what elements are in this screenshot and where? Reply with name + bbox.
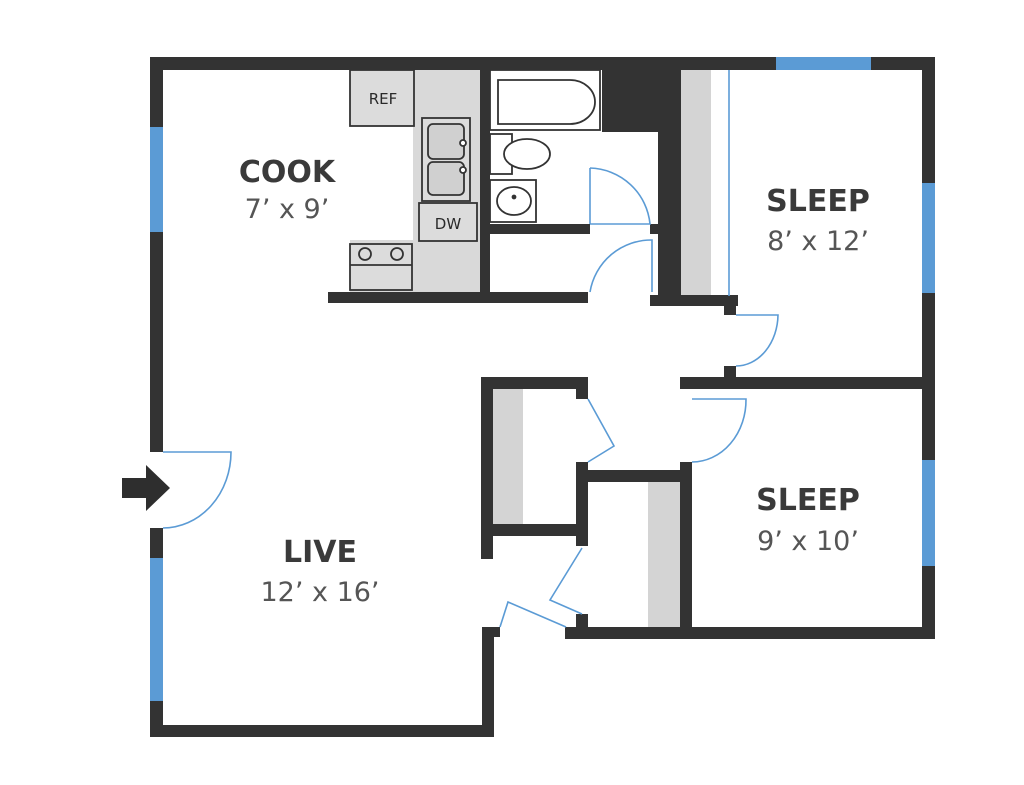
live-closet-door[interactable] bbox=[499, 600, 567, 628]
room-name-sleep2: SLEEP bbox=[756, 483, 860, 518]
wall-closet2-jamb bbox=[576, 614, 588, 639]
wall-sleep1-jamb bbox=[724, 295, 736, 315]
entry-arrow-icon bbox=[122, 465, 170, 511]
faucet-2 bbox=[459, 166, 467, 174]
burner-2 bbox=[390, 247, 404, 261]
windows bbox=[150, 57, 935, 701]
room-name-sleep1: SLEEP bbox=[766, 184, 870, 219]
door-swings[interactable] bbox=[162, 70, 779, 628]
wall-hall-closet-bottom bbox=[481, 524, 588, 536]
room-name-cook: COOK bbox=[239, 155, 337, 190]
wall-live-step bbox=[482, 627, 494, 737]
kitchen-appliances bbox=[349, 69, 478, 291]
burner-1 bbox=[358, 247, 372, 261]
wall-kitchen-bottom bbox=[328, 292, 588, 303]
wall-kitchen-bath bbox=[480, 70, 490, 302]
sleep1-door[interactable] bbox=[735, 314, 779, 367]
hall-closet-door[interactable] bbox=[587, 398, 616, 463]
sink-bowl-2 bbox=[427, 161, 465, 196]
wall-top bbox=[150, 57, 935, 70]
wall-bath-inner bbox=[490, 224, 590, 234]
wall-bottom-live bbox=[150, 725, 494, 737]
room-dims-live: 12’ x 16’ bbox=[260, 577, 379, 608]
faucet-1 bbox=[459, 139, 467, 147]
bath-fixtures bbox=[489, 69, 601, 223]
sleep2-door[interactable] bbox=[691, 398, 747, 463]
dishwasher bbox=[418, 202, 478, 242]
wall-closet1-left bbox=[668, 70, 681, 302]
room-dims-cook: 7’ x 9’ bbox=[245, 194, 330, 225]
wall-hall-closet-jamb bbox=[576, 377, 588, 399]
closet2-door[interactable] bbox=[548, 547, 583, 615]
tub-basin bbox=[497, 79, 596, 125]
toilet-bowl-icon bbox=[503, 138, 551, 170]
wall-bath-right bbox=[658, 70, 668, 302]
closets bbox=[493, 70, 711, 627]
room-name-live: LIVE bbox=[283, 535, 357, 570]
wall-hall-closet-left bbox=[481, 377, 493, 559]
wall-closet2-top bbox=[576, 470, 692, 482]
sink-bowl-1 bbox=[427, 123, 465, 160]
dw-label: DW bbox=[435, 215, 462, 233]
window-sleep2 bbox=[922, 460, 935, 566]
wall-bottom-sleep2 bbox=[565, 627, 935, 639]
room-dims-sleep1: 8’ x 12’ bbox=[767, 226, 869, 257]
bath-door[interactable] bbox=[589, 167, 651, 225]
sink-basin bbox=[496, 186, 532, 216]
ref-label: REF bbox=[369, 90, 398, 108]
closet-sleep1 bbox=[681, 70, 711, 296]
wall-live-step-cap bbox=[482, 627, 500, 637]
closet-sleep2 bbox=[648, 482, 680, 627]
window-live bbox=[150, 558, 163, 701]
wall-mid-block bbox=[576, 462, 588, 546]
wall-sleep-divider bbox=[680, 377, 935, 389]
wall-sleep1-corridor bbox=[650, 295, 738, 306]
window-sleep1-top bbox=[776, 57, 871, 70]
wall-bath-inner-stub bbox=[650, 224, 660, 234]
wall-hall-closet-top bbox=[481, 377, 588, 389]
closet-hall bbox=[493, 389, 523, 524]
wall-sleep2-left bbox=[680, 462, 692, 639]
room-dims-sleep2: 9’ x 10’ bbox=[757, 526, 859, 557]
sink-drain bbox=[511, 194, 517, 200]
entry-door[interactable] bbox=[162, 451, 232, 529]
hall-door[interactable] bbox=[589, 239, 653, 293]
bath-chase bbox=[602, 70, 668, 132]
window-cook bbox=[150, 127, 163, 232]
refrigerator bbox=[349, 69, 415, 127]
window-sleep1-side bbox=[922, 183, 935, 293]
